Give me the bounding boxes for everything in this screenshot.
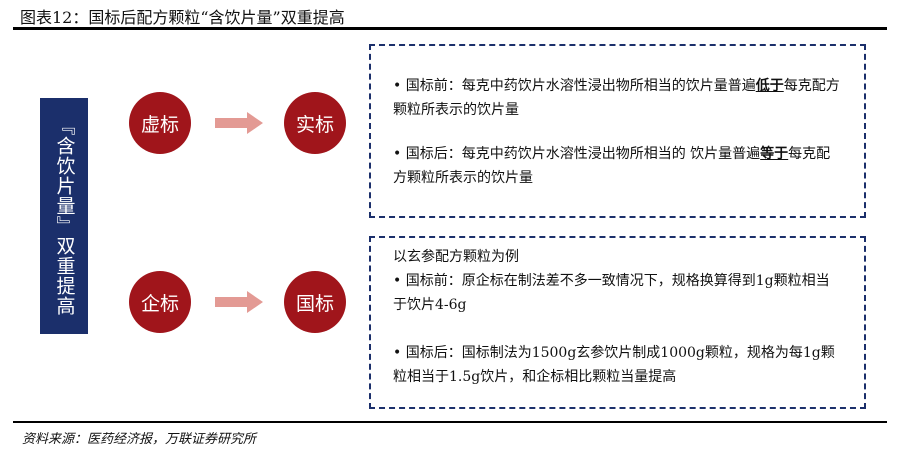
box-standard-comparison: • 国标前：每克中药饮片水溶性浸出物所相当的饮片量普遍低于每克配方颗粒所表示的饮… bbox=[369, 44, 866, 218]
bullet-before: • 国标前：原企标在制法差不多一致情况下，规格换算得到1g颗粒相当于饮片4-6g bbox=[393, 273, 830, 313]
circle-shibiao: 实标 bbox=[284, 92, 346, 154]
text: 每克配方颗粒所表示的饮片量 bbox=[393, 78, 840, 118]
title-divider bbox=[13, 27, 887, 30]
text: • 国标前：每克中药饮片水溶性浸出物所相当的饮片量普遍 bbox=[393, 78, 756, 94]
emphasis-equal: 等于 bbox=[760, 146, 789, 162]
figure-title: 图表12：国标后配方颗粒“含饮片量”双重提高 bbox=[20, 8, 345, 27]
text: • 国标后：每克中药饮片水溶性浸出物所相当的 饮片量普遍 bbox=[393, 146, 761, 162]
source-note: 资料来源：医药经济报，万联证券研究所 bbox=[22, 432, 257, 447]
emphasis-lower: 低于 bbox=[755, 78, 784, 94]
footer-divider bbox=[13, 421, 887, 423]
side-label-box: 『含饮片量』双重提高 bbox=[40, 98, 88, 334]
circle-qibiao: 企标 bbox=[129, 271, 191, 333]
circle-guobiao: 国标 bbox=[284, 271, 346, 333]
box-xuanshen-example: 以玄参配方颗粒为例 • 国标前：原企标在制法差不多一致情况下，规格换算得到1g颗… bbox=[369, 236, 866, 409]
arrow-right-icon bbox=[215, 112, 263, 134]
circle-xubiao: 虚标 bbox=[129, 92, 191, 154]
bullet-after: • 国标后：国标制法为1500g玄参饮片制成1000g颗粒，规格为每1g颗粒相当… bbox=[393, 345, 835, 385]
arrow-right-icon bbox=[215, 291, 263, 313]
bullet-before: • 国标前：每克中药饮片水溶性浸出物所相当的饮片量普遍低于每克配方颗粒所表示的饮… bbox=[393, 74, 842, 122]
bullet-after: • 国标后：每克中药饮片水溶性浸出物所相当的 饮片量普遍等于每克配方颗粒所表示的… bbox=[393, 142, 842, 190]
text: 每克配方颗粒所表示的饮片量 bbox=[393, 146, 831, 186]
example-heading: 以玄参配方颗粒为例 bbox=[393, 249, 519, 265]
